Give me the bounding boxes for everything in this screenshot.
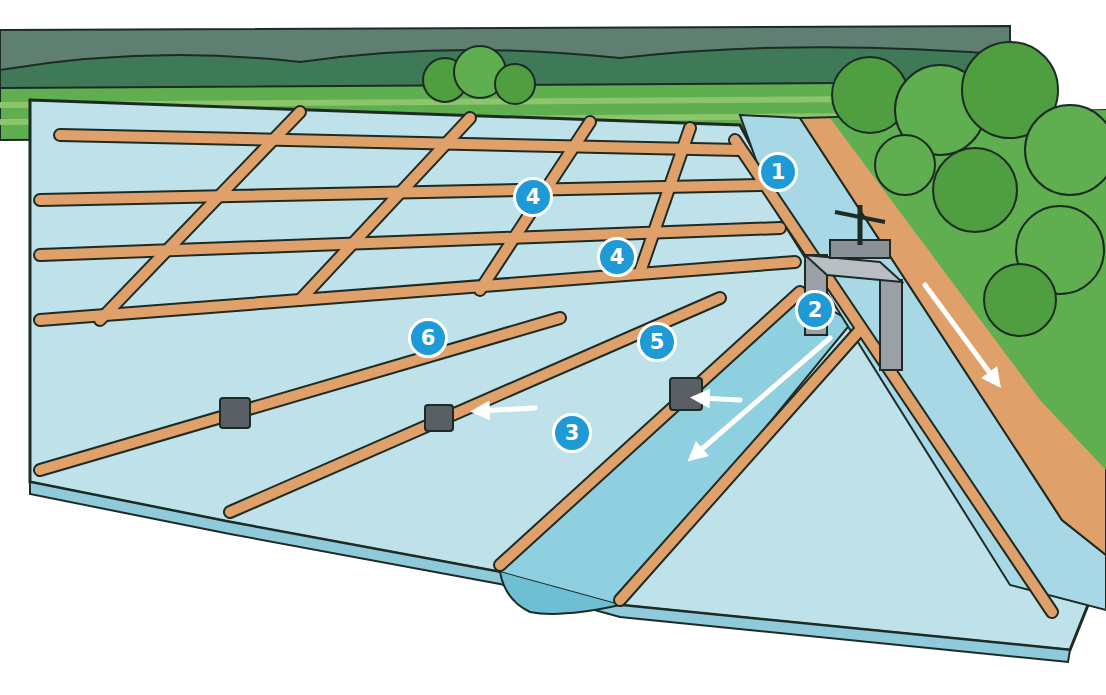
tree — [423, 46, 535, 104]
callout-number: 1 — [758, 152, 798, 192]
main-gate-part — [858, 205, 863, 245]
trees-part — [984, 264, 1056, 336]
flow-arrows — [480, 285, 995, 455]
tree-part — [495, 64, 535, 104]
main-gate-part — [880, 280, 902, 370]
trees — [832, 42, 1106, 336]
trees-part — [875, 135, 935, 195]
sluice-gates-part — [425, 405, 453, 431]
main-gate-part — [805, 255, 902, 282]
dikes-part — [40, 112, 1052, 612]
flow-arrows-part — [480, 408, 535, 411]
flow-arrows-part — [925, 285, 995, 380]
sluice-gates — [220, 378, 702, 431]
callout-number: 2 — [795, 290, 835, 330]
callout-number: 6 — [408, 318, 448, 358]
flow-arrows-part — [700, 398, 740, 400]
callout-number: 5 — [637, 322, 677, 362]
main-gate-part — [835, 212, 885, 222]
dikes-part-part — [100, 112, 690, 320]
dikes — [40, 112, 1052, 612]
callout-number: 4 — [597, 237, 637, 277]
salt-pans-part — [500, 292, 852, 605]
dikes-part — [40, 112, 1052, 612]
trees-part — [1025, 105, 1106, 195]
sluice-gates-part — [220, 398, 250, 428]
callout-number: 4 — [513, 177, 553, 217]
flow-arrows-part — [695, 338, 830, 455]
dikes-part-part — [40, 292, 860, 600]
salt-pans-part — [500, 572, 620, 614]
callout-number: 3 — [552, 413, 592, 453]
trees-part — [933, 148, 1017, 232]
dikes-part-part — [40, 292, 860, 600]
sluice-gates-part — [670, 378, 702, 410]
